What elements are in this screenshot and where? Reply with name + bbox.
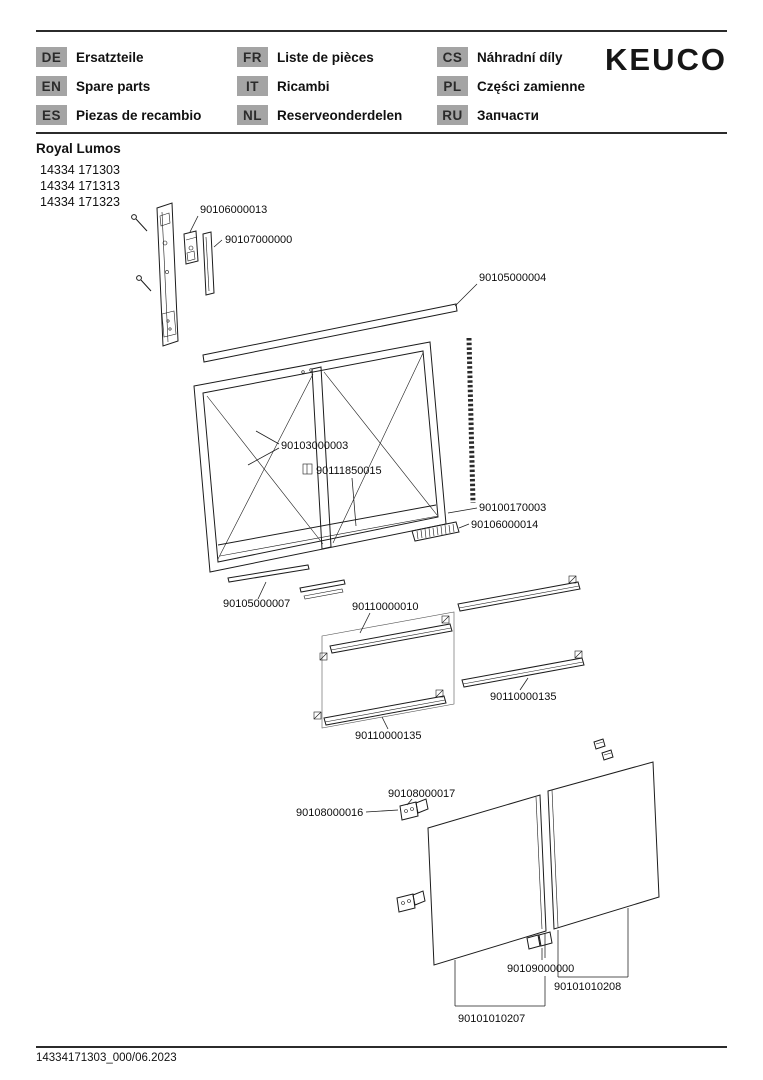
lang-label: Náhradní díly — [477, 49, 563, 65]
legend-item-de: DE Ersatzteile — [36, 47, 144, 67]
article-number: 14334 171303 — [40, 163, 120, 177]
bottom-trim-drawing — [227, 564, 346, 600]
part-label-90109000000: 90109000000 — [507, 963, 574, 975]
part-label-90108000016: 90108000016 — [296, 807, 363, 819]
part-label-90105000004: 90105000004 — [479, 272, 546, 284]
part-label-90111850015: 90111850015 — [316, 465, 382, 477]
part-label-90100170003: 90100170003 — [479, 502, 546, 514]
shelf-kit-outline — [321, 611, 455, 729]
part-90106000013-drawing — [183, 230, 199, 265]
lang-badge: IT — [237, 76, 268, 96]
door-clip-pieces-drawing — [593, 738, 614, 761]
lang-badge: FR — [237, 47, 268, 67]
lang-label: Piezas de recambio — [76, 107, 202, 123]
legend-item-fr: FR Liste de pièces — [237, 47, 374, 67]
top-rail-drawing — [202, 303, 458, 363]
cabinet-body-drawing — [193, 341, 447, 573]
legend-item-es: ES Piezas de recambio — [36, 105, 201, 125]
lang-label: Ricambi — [277, 78, 330, 94]
part-90109000000-drawing — [526, 931, 553, 950]
part-90111850015-icon — [302, 463, 313, 475]
part-label-90101010207: 90101010207 — [458, 1013, 525, 1025]
lang-badge: PL — [437, 76, 468, 96]
legend-item-en: EN Spare parts — [36, 76, 150, 96]
leader-lines — [189, 215, 543, 960]
lang-badge: NL — [237, 105, 268, 125]
lang-badge: EN — [36, 76, 67, 96]
door-panels-drawing — [427, 761, 660, 966]
part-label-90110000010: 90110000010 — [352, 601, 418, 613]
legend-item-nl: NL Reserveonderdelen — [237, 105, 402, 125]
article-number: 14334 171313 — [40, 179, 120, 193]
part-label-90105000007: 90105000007 — [223, 598, 290, 610]
legend-item-cs: CS Náhradní díly — [437, 47, 563, 67]
hinge-upper-drawing — [399, 798, 429, 821]
part-label-90101010208: 90101010208 — [554, 981, 621, 993]
part-90107000000-drawing — [202, 231, 215, 296]
part-label-90110000135-right: 90110000135 — [490, 691, 556, 703]
lang-label: Ersatzteile — [76, 49, 144, 65]
hinge-lower-drawing — [396, 890, 426, 913]
legend-item-it: IT Ricambi — [237, 76, 330, 96]
part-label-90110000135-bottom: 90110000135 — [355, 730, 421, 742]
article-number-list: 14334 171303 14334 171313 14334 171323 — [40, 162, 120, 210]
legend-item-ru: RU Запчасти — [437, 105, 539, 125]
lang-label: Liste de pièces — [277, 49, 374, 65]
article-number: 14334 171323 — [40, 195, 120, 209]
lang-label: Części zamienne — [477, 78, 586, 94]
part-label-90108000017: 90108000017 — [388, 788, 455, 800]
part-90106000014-drawing — [411, 521, 460, 542]
lang-badge: DE — [36, 47, 67, 67]
document-id: 14334171303_000/06.2023 — [36, 1052, 177, 1064]
keuco-logo: KEUCO — [605, 42, 727, 77]
product-name: Royal Lumos — [36, 141, 121, 156]
lang-label: Запчасти — [477, 107, 539, 123]
lang-badge: CS — [437, 47, 468, 67]
light-strip-drawing — [466, 337, 476, 504]
part-label-90106000014: 90106000014 — [471, 519, 538, 531]
lang-badge: ES — [36, 105, 67, 125]
part-label-90107000000: 90107000000 — [225, 234, 292, 246]
lang-badge: RU — [437, 105, 468, 125]
footer-rule — [36, 1046, 727, 1048]
lang-label: Spare parts — [76, 78, 151, 94]
lang-label: Reserveonderdelen — [277, 107, 403, 123]
part-label-90103000003: 90103000003 — [281, 440, 348, 452]
wall-rail-assembly-drawing — [131, 202, 179, 347]
top-rule — [36, 30, 727, 32]
glass-shelves-drawing — [313, 575, 585, 726]
legend-item-pl: PL Części zamienne — [437, 76, 585, 96]
part-label-90106000013: 90106000013 — [200, 204, 267, 216]
header-divider-rule — [36, 132, 727, 134]
door-callout-lines — [454, 908, 629, 1007]
